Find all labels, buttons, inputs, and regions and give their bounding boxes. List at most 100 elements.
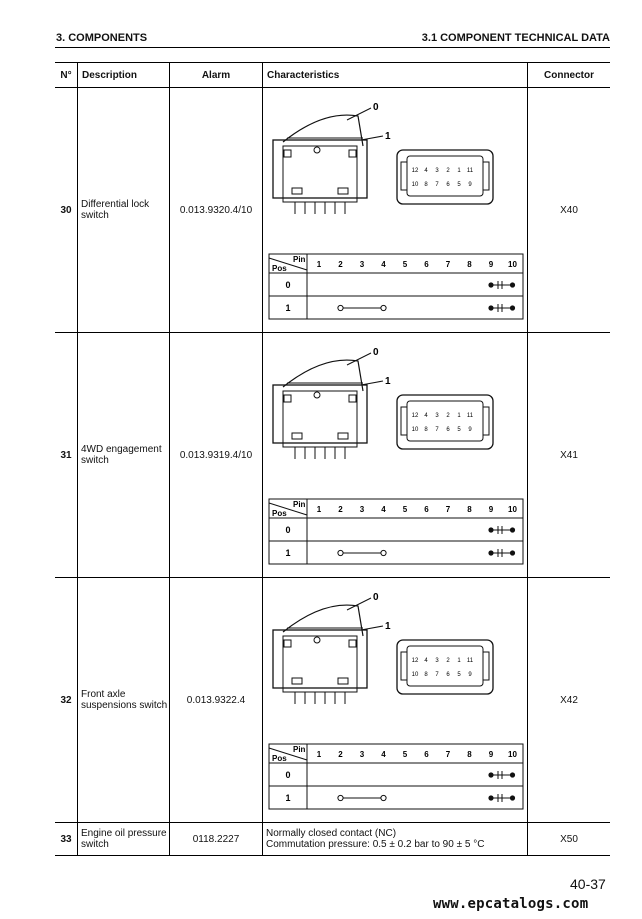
- pin-number: 1: [317, 260, 322, 269]
- pin-table-frame: [268, 498, 524, 565]
- indicator-hole: [313, 636, 321, 644]
- callout-0-label: 0: [373, 102, 379, 113]
- component-table: N° Description Alarm Characteristics Con…: [55, 62, 610, 856]
- connector-pin-label: 5: [457, 182, 461, 188]
- lamp-terminal-9: [488, 305, 494, 311]
- terminal-block-right: [337, 432, 349, 440]
- connector-pin-label: 1: [457, 168, 461, 174]
- rocker-cap: [282, 114, 364, 147]
- pin-number: 3: [360, 505, 365, 514]
- connector-pin-label: 11: [467, 168, 474, 174]
- connector-pin-label: 4: [424, 168, 428, 174]
- pin-table-frame: [268, 253, 524, 320]
- row-number: 31: [55, 332, 78, 578]
- position-label: 0: [285, 770, 290, 780]
- contact-pin-2: [337, 304, 344, 312]
- terminal-block-right: [337, 677, 349, 685]
- connector-pin-label: 11: [467, 413, 474, 419]
- row-number: 32: [55, 577, 78, 823]
- connector-pin-label: 1: [457, 658, 461, 664]
- pin-table-corner-diagonal: [268, 747, 308, 761]
- connector-pin-label: 8: [424, 427, 428, 433]
- pin-number: 10: [508, 260, 517, 269]
- switch-body: [282, 390, 358, 448]
- pin-number: 4: [381, 750, 386, 759]
- connector-outline: [396, 394, 494, 450]
- lamp-terminal-9: [488, 282, 494, 288]
- lamp-terminal-9: [488, 795, 494, 801]
- pin-number: 2: [338, 750, 343, 759]
- pin-number: 10: [508, 505, 517, 514]
- row-alarm: 0118.2227: [169, 822, 263, 856]
- pin-number: 5: [403, 260, 408, 269]
- lamp-symbol: [497, 771, 503, 779]
- pin-number: 6: [424, 260, 429, 269]
- table-row: 31 4WD engagement switch 0.013.9319.4/10…: [55, 332, 610, 578]
- connector-pin-label: 2: [446, 168, 450, 174]
- page-number: 40-37: [570, 876, 606, 892]
- connector-latch-left: [400, 161, 408, 191]
- pin-table-corner-diagonal: [268, 502, 308, 516]
- position-label: 0: [285, 525, 290, 535]
- table-header-row: N° Description Alarm Characteristics Con…: [55, 62, 610, 88]
- switch-housing: [272, 139, 368, 199]
- connector-outline: [396, 149, 494, 205]
- pin-header-label: Pin: [293, 255, 306, 264]
- row-characteristics: Normally closed contact (NC) Commutation…: [262, 822, 528, 856]
- callout-1-label: 1: [385, 376, 391, 387]
- connector-pin-label: 4: [424, 658, 428, 664]
- terminal-block-left: [291, 677, 303, 685]
- connector-latch-right: [482, 161, 490, 191]
- row-alarm: 0.013.9319.4/10: [169, 332, 263, 578]
- connector-latch-right: [482, 406, 490, 436]
- characteristics-line: Normally closed contact (NC): [266, 828, 397, 839]
- pin-number: 3: [360, 750, 365, 759]
- contact-pin-2: [337, 549, 344, 557]
- pin-number: 7: [446, 505, 451, 514]
- connector-outline: [396, 639, 494, 695]
- pin-number: 9: [489, 750, 494, 759]
- connector-pin-label: 6: [446, 182, 450, 188]
- pin-header-label: Pin: [293, 500, 306, 509]
- pin-number: 8: [467, 750, 472, 759]
- pin-number: 9: [489, 505, 494, 514]
- position-label: 1: [285, 548, 290, 558]
- col-num: N°: [55, 62, 78, 88]
- lamp-symbol: [497, 549, 503, 557]
- latch-right: [348, 639, 357, 648]
- callout-0-label: 0: [373, 347, 379, 358]
- contact-pin-4: [380, 549, 387, 557]
- connector-pin-label: 12: [412, 168, 419, 174]
- pin-number: 2: [338, 260, 343, 269]
- pin-number: 5: [403, 505, 408, 514]
- callout-0-leader: [346, 107, 372, 121]
- callout-0-label: 0: [373, 592, 379, 603]
- switch-housing: [272, 629, 368, 689]
- indicator-hole: [313, 146, 321, 154]
- switch-body: [282, 145, 358, 203]
- lamp-symbol: [497, 304, 503, 312]
- connector-face: [406, 155, 484, 197]
- rocker-cap: [282, 604, 364, 637]
- lamp-symbol: [497, 281, 503, 289]
- row-connector: X40: [527, 87, 610, 333]
- pin-table-frame: [268, 743, 524, 810]
- latch-left: [283, 394, 292, 403]
- connector-pin-label: 8: [424, 182, 428, 188]
- connector-pin-label: 5: [457, 672, 461, 678]
- pin-number: 6: [424, 750, 429, 759]
- contact-pin-2: [337, 794, 344, 802]
- connector-pin-label: 7: [435, 672, 439, 678]
- pin-number: 4: [381, 505, 386, 514]
- pin-number: 10: [508, 750, 517, 759]
- lamp-symbol: [497, 526, 503, 534]
- switch-housing: [272, 384, 368, 444]
- terminal-block-left: [291, 187, 303, 195]
- connector-face: [406, 400, 484, 442]
- pin-number: 6: [424, 505, 429, 514]
- connector-pin-label: 4: [424, 413, 428, 419]
